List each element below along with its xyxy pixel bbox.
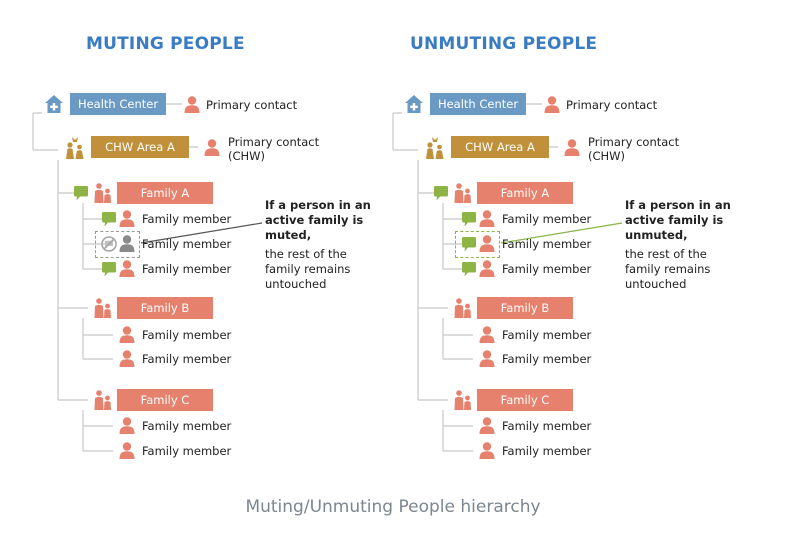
note-body-text: untouched (265, 277, 327, 291)
family-box: Family B (117, 297, 213, 319)
family-member-label: Family member (502, 237, 592, 251)
health-center-icon (405, 95, 423, 113)
health-center-icon (45, 95, 63, 113)
health-center-box: Health Center (430, 93, 526, 115)
family-member-icon (479, 417, 495, 434)
family-icon (454, 298, 471, 318)
member-message-icon (462, 237, 476, 252)
chw-contact-icon (564, 139, 580, 156)
family-member-icon (119, 442, 135, 459)
panel-title: MUTING PEOPLE (86, 34, 245, 54)
family-member-label: Family member (142, 262, 232, 276)
member-message-icon (462, 212, 476, 227)
muted-person-icon (119, 235, 135, 252)
family-member-icon (479, 210, 495, 227)
note-body-text: the rest of the (625, 247, 707, 261)
family-box: Family B (477, 297, 573, 319)
chw-area-box: CHW Area A (91, 136, 189, 158)
family-member-label: Family member (142, 444, 232, 458)
family-message-icon (434, 186, 448, 201)
family-member-icon (479, 260, 495, 277)
family-member-label: Family member (502, 352, 592, 366)
primary-contact-icon (184, 96, 200, 113)
pointer-line (140, 222, 263, 244)
muted-highlight-box (95, 231, 140, 258)
family-member-label: Family member (502, 262, 592, 276)
health-center-box: Health Center (70, 93, 166, 115)
chw-contact-label: Primary contact (588, 135, 680, 149)
note-bold-text: active family is (625, 213, 724, 227)
note-bold-text: If a person in an (625, 198, 731, 212)
family-icon (454, 390, 471, 410)
note-body-text: family remains (265, 262, 351, 276)
chw-contact-label-sub: (CHW) (228, 149, 266, 163)
pointer-line (500, 222, 623, 244)
family-member-label: Family member (142, 328, 232, 342)
chw-area-icon (426, 137, 444, 159)
member-message-icon (102, 262, 116, 277)
family-member-label: Family member (142, 352, 232, 366)
family-member-icon (479, 350, 495, 367)
family-member-label: Family member (502, 212, 592, 226)
family-member-label: Family member (502, 328, 592, 342)
family-member-icon (119, 210, 135, 227)
family-member-label: Family member (502, 444, 592, 458)
chw-contact-label-sub: (CHW) (588, 149, 626, 163)
family-member-icon (119, 326, 135, 343)
note-body-text: untouched (625, 277, 687, 291)
family-member-label: Family member (142, 237, 232, 251)
note-bold-text: unmuted, (625, 228, 688, 242)
family-member-label: Family member (502, 419, 592, 433)
family-member-label: Family member (142, 419, 232, 433)
chw-contact-icon (204, 139, 220, 156)
family-box: Family C (477, 389, 573, 411)
muted-icon (101, 236, 117, 252)
member-message-icon (462, 262, 476, 277)
family-member-icon (119, 350, 135, 367)
note-bold-text: If a person in an (265, 198, 371, 212)
note-bold-text: muted, (265, 228, 312, 242)
note-body-text: family remains (625, 262, 711, 276)
chw-area-icon (66, 137, 84, 159)
figure-caption: Muting/Unmuting People hierarchy (245, 497, 541, 517)
family-icon (94, 298, 111, 318)
family-message-icon (74, 186, 88, 201)
family-box: Family A (117, 182, 213, 204)
family-member-icon (119, 260, 135, 277)
primary-contact-label: Primary contact (206, 98, 298, 112)
note-body-text: the rest of the (265, 247, 347, 261)
family-icon (94, 183, 111, 203)
family-box: Family C (117, 389, 213, 411)
family-icon (94, 390, 111, 410)
family-member-icon (479, 442, 495, 459)
family-icon (454, 183, 471, 203)
primary-contact-label: Primary contact (566, 98, 658, 112)
note-bold-text: active family is (265, 213, 364, 227)
primary-contact-icon (544, 96, 560, 113)
unmuted-highlight-box (455, 231, 500, 258)
family-member-label: Family member (142, 212, 232, 226)
unmuted-person-icon (479, 235, 495, 252)
chw-contact-label: Primary contact (228, 135, 320, 149)
panel-title: UNMUTING PEOPLE (410, 34, 598, 54)
member-message-icon (102, 212, 116, 227)
family-member-icon (119, 417, 135, 434)
chw-area-box: CHW Area A (451, 136, 549, 158)
family-box: Family A (477, 182, 573, 204)
family-member-icon (479, 326, 495, 343)
